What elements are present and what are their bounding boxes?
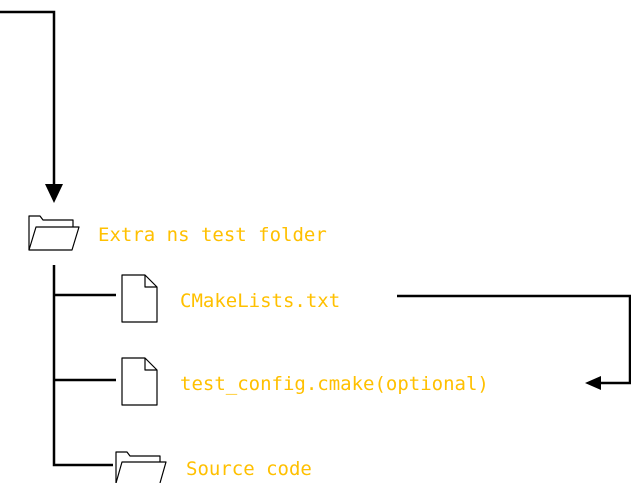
cmakelists-file-icon — [121, 274, 158, 323]
tree-connectors — [52, 265, 116, 467]
source-code-label: Source code — [186, 458, 312, 480]
tree-trunk-line — [52, 265, 113, 467]
reference-arrow-line — [397, 294, 631, 385]
incoming-arrowhead — [45, 184, 63, 203]
reference-arrowhead — [585, 376, 601, 390]
source-code-folder-open-icon — [115, 451, 167, 483]
test-config-label: test_config.cmake(optional) — [180, 373, 489, 395]
root-folder-open-icon — [28, 215, 80, 251]
incoming-arrow-line — [0, 10, 56, 196]
test-config-file-icon — [121, 357, 158, 406]
root-folder-label: Extra ns test folder — [98, 224, 327, 246]
cmakelists-label: CMakeLists.txt — [180, 290, 340, 312]
